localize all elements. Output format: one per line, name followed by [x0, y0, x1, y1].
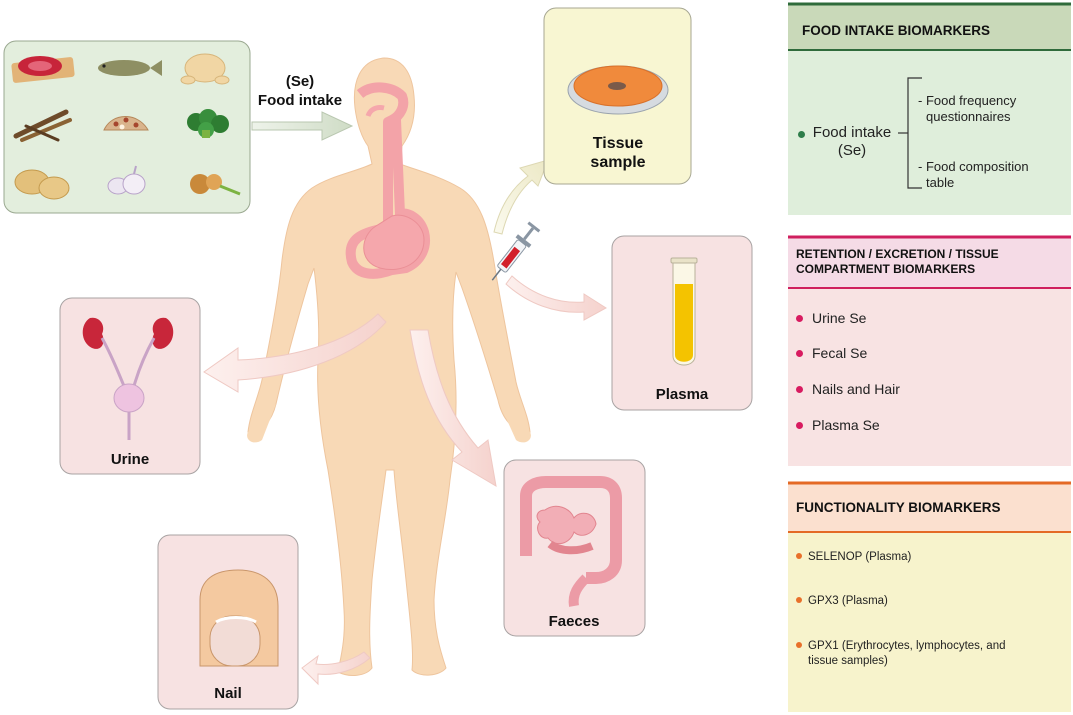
- functionality-panel-bg: [788, 481, 1071, 712]
- nail-box: [157, 534, 299, 710]
- faeces-label: Faeces: [548, 613, 600, 630]
- retention-item-urine: Urine Se: [796, 310, 866, 326]
- tissue-sample-label-line1: Tissue: [592, 135, 644, 152]
- retention-panel: RETENTION / EXCRETION / TISSUE COMPARTME…: [788, 236, 1071, 466]
- functionality-item-gpx1-line1: GPX1 (Erythrocytes, lymphocytes, and: [796, 639, 1061, 654]
- tissue-sample-label: Tissue sample: [560, 134, 676, 172]
- food-intake-panel-bg: [788, 2, 1071, 215]
- food-intake-label-line2: Food intake: [257, 92, 343, 109]
- food-intake-panel-title: FOOD INTAKE BIOMARKERS: [802, 23, 990, 38]
- food-intake-panel: FOOD INTAKE BIOMARKERS Food intake (Se) …: [788, 3, 1071, 215]
- tissue-sample-box: [543, 7, 692, 185]
- test-tube-icon: [670, 257, 698, 366]
- retention-title-line1: RETENTION / EXCRETION / TISSUE: [796, 247, 999, 261]
- plasma-box: [611, 235, 753, 411]
- intestine-icon: [520, 476, 622, 607]
- food-frequency-line1: - Food frequency: [918, 93, 1017, 108]
- retention-title-line2: COMPARTMENT BIOMARKERS: [796, 262, 976, 276]
- urine-box: [59, 297, 201, 475]
- functionality-item-label: GPX1 (Erythrocytes, lymphocytes, and: [808, 640, 1006, 652]
- retention-item-nails-hair: Nails and Hair: [796, 381, 900, 397]
- bullet-dot: [796, 552, 802, 559]
- food-panel-bracket: [898, 77, 922, 189]
- plasma-label: Plasma: [655, 386, 709, 403]
- retention-item-label: Urine Se: [812, 310, 867, 326]
- faeces-box: [503, 459, 646, 637]
- onion-icon: [190, 174, 241, 196]
- potato-icon: [14, 169, 70, 200]
- garlic-icon: [107, 165, 146, 195]
- retention-item-label: Fecal Se: [812, 345, 868, 361]
- bullet-dot: [796, 385, 803, 393]
- food-frequency-line2: questionnaires: [926, 109, 1011, 124]
- food-intake-label: (Se) Food intake: [250, 72, 350, 110]
- urine-arrow: [203, 313, 387, 393]
- food-composition-item: - Food composition table: [918, 159, 1029, 191]
- functionality-item-gpx1: GPX1 (Erythrocytes, lymphocytes, and tis…: [796, 639, 1061, 669]
- functionality-item-gpx1-line2: tissue samples): [808, 655, 888, 667]
- tissue-arrow: [493, 159, 549, 235]
- fish-icon: [98, 60, 162, 76]
- digestive-tract: [345, 82, 430, 279]
- functionality-panel: FUNCTIONALITY BIOMARKERS SELENOP (Plasma…: [788, 482, 1071, 712]
- retention-item-label: Nails and Hair: [812, 381, 900, 397]
- bullet-dot: [796, 314, 803, 322]
- kidney-icon: [82, 317, 174, 440]
- nail-label: Nail: [214, 685, 242, 702]
- broccoli-icon: [187, 109, 229, 138]
- retention-item-label: Plasma Se: [812, 417, 880, 433]
- syringe-icon: [491, 221, 541, 281]
- bullet-dot: [796, 421, 803, 429]
- retention-item-fecal: Fecal Se: [796, 345, 867, 361]
- functionality-item-label: SELENOP (Plasma): [808, 551, 912, 563]
- retention-panel-bg: [788, 235, 1071, 466]
- nail-arrow: [301, 651, 371, 686]
- urine-label: Urine: [110, 451, 150, 468]
- food-frequency-item: - Food frequency questionnaires: [918, 93, 1016, 125]
- bullet-dot: [796, 641, 802, 648]
- food-composition-line1: - Food composition: [918, 159, 1029, 174]
- tissue-sample-label-line2: sample: [590, 154, 646, 171]
- nail-icon: [199, 569, 279, 667]
- functionality-item-label: GPX3 (Plasma): [808, 595, 888, 607]
- functionality-panel-title: FUNCTIONALITY BIOMARKERS: [796, 500, 1001, 515]
- plasma-arrow: [505, 275, 607, 321]
- faeces-arrow: [409, 329, 497, 487]
- food-composition-line2: table: [926, 175, 955, 190]
- chicken-icon: [180, 53, 230, 85]
- food-intake-label-line1: (Se): [285, 73, 315, 90]
- petri-dish-icon: [567, 65, 669, 115]
- cinnamon-icon: [13, 109, 72, 142]
- food-intake-bullet: [798, 131, 805, 138]
- food-intake-arrow: [251, 111, 354, 141]
- retention-panel-title: RETENTION / EXCRETION / TISSUE COMPARTME…: [788, 247, 1071, 277]
- meat-icon: [11, 56, 75, 83]
- bullet-dot: [796, 349, 803, 357]
- functionality-item-gpx3: GPX3 (Plasma): [796, 594, 1061, 609]
- bullet-dot: [796, 596, 802, 603]
- food-intake-main-line2: (Se): [837, 142, 867, 159]
- retention-item-plasma: Plasma Se: [796, 417, 880, 433]
- food-items-box: [3, 40, 251, 214]
- beans-icon: [103, 116, 149, 131]
- food-intake-main: Food intake (Se): [808, 124, 896, 160]
- food-intake-main-line1: Food intake: [812, 124, 892, 141]
- functionality-item-selenop: SELENOP (Plasma): [796, 550, 1061, 565]
- human-body: [247, 57, 531, 676]
